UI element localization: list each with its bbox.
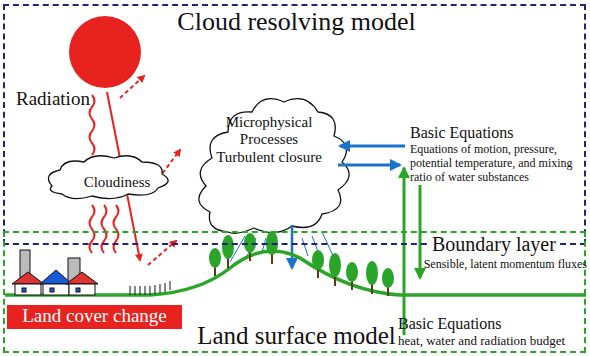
flux-note: Sensible, latent momentum fluxes [424,258,587,272]
node-text: Land cover change [22,306,167,327]
node-text: Microphysical Processes [219,114,319,147]
equations-heading: Basic Equations [398,315,502,333]
cloud-outline [48,156,168,199]
trees [209,231,394,296]
grass [130,281,170,295]
equations-note: Equations of motion, pressure, potential… [410,143,586,184]
cloudiness-cloud: Cloudiness [57,164,177,200]
node-text: Land surface model [197,322,396,350]
cloud-outline [199,99,349,234]
equations-heading: Basic Equations [410,124,514,142]
node-text: Cloud resolving model [177,8,415,37]
node-text: Turbulent closure [216,149,322,166]
flux-arrow [338,164,400,167]
node-text: Cloudiness [84,174,151,191]
microphysics-cloud: Microphysical ProcessesTurbulent closure [207,100,331,190]
land-cover-band: Land cover change [7,305,182,329]
boundary-layer-label: Boundary layer [430,233,558,256]
flux-arrow [403,168,406,335]
houses [12,250,98,295]
budget-note: heat, water and radiation budget [398,334,565,349]
radiation-label: Radiation [16,88,90,110]
sun [69,16,141,88]
ground-line [5,251,586,295]
flux-arrow [340,145,405,148]
